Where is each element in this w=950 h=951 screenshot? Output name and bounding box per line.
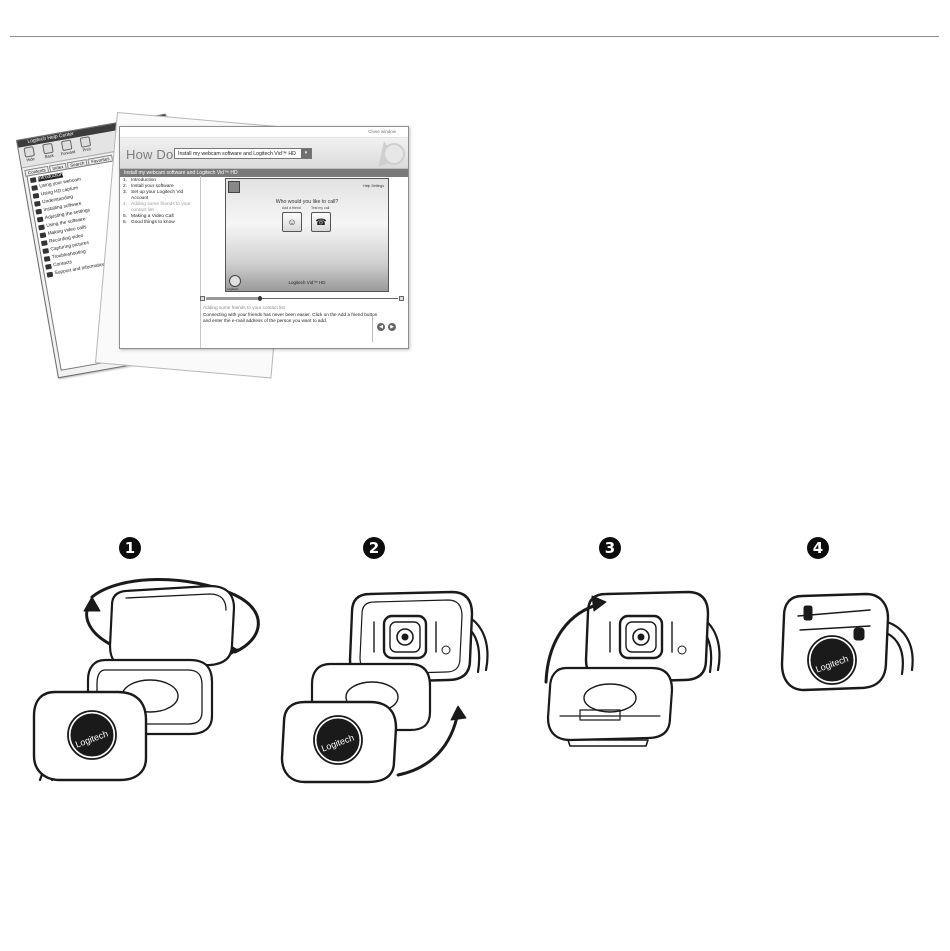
step-1-illustration: Logitech [32, 578, 260, 782]
scrub-handle[interactable] [257, 296, 262, 301]
step-item[interactable]: 2.Install your software [123, 184, 174, 189]
scrub-start-button[interactable] [200, 296, 205, 301]
step-item[interactable]: 5.Making a Video Call [123, 214, 174, 219]
next-button[interactable]: ▶ [388, 323, 396, 331]
step-4-illustration: Logitech [780, 592, 914, 692]
step-navigation: ◀ ▶ [377, 323, 396, 331]
chevron-down-icon[interactable]: ▾ [301, 149, 311, 158]
step-caption: Adding some friends to your contact list… [203, 305, 378, 325]
video-scrubber[interactable] [200, 296, 404, 301]
step-badge-4: 4 [807, 537, 829, 559]
how-do-i-label: How Do I : [126, 147, 189, 162]
add-friend-label: Add a friend [282, 206, 301, 210]
caption-title: Adding some friends to your contact list [203, 305, 285, 310]
add-person-icon: ☺ [287, 217, 297, 227]
step-badge-1: 1 [119, 537, 141, 559]
topic-select[interactable]: Install my webcam software and Logitech … [174, 148, 312, 159]
step-item[interactable]: 3.Set up your Logitech Vid Account [123, 190, 184, 201]
test-call-label: Test my call [311, 206, 330, 210]
step-2-illustration: Logitech [280, 590, 489, 784]
user-avatar [228, 181, 240, 193]
video-preview[interactable]: Help Settings Who would you like to call… [225, 178, 389, 292]
top-rule [10, 36, 939, 37]
software-body: 1.Introduction 2.Install your software 3… [120, 176, 408, 348]
video-top-links: Help Settings [363, 184, 384, 188]
step-badge-2: 2 [363, 537, 385, 559]
step-badge-3: 3 [599, 537, 621, 559]
step-item[interactable]: 1.Introduction [123, 178, 157, 183]
phone-icon: ☎ [315, 217, 327, 227]
caption-body: Connecting with your friends has never b… [203, 311, 378, 324]
scrub-end-button[interactable] [399, 296, 404, 301]
steps-list: 1.Introduction 2.Install your software 3… [120, 176, 201, 348]
topic-banner: Install my webcam software and Logitech … [120, 169, 408, 177]
step-3-illustration [544, 590, 721, 747]
topic-select-value: Install my webcam software and Logitech … [178, 151, 296, 157]
divider [372, 316, 373, 342]
rotate-arrow-icon [396, 710, 460, 777]
test-call-button[interactable]: ☎ [311, 212, 331, 232]
logitech-logo-icon [229, 275, 241, 287]
decorative-circle-icon [383, 143, 405, 165]
step-item[interactable]: 6.Good things to know [123, 220, 175, 225]
vid-brand-label: Logitech Vid™ HD [288, 280, 326, 285]
scrub-track[interactable] [206, 298, 398, 299]
rotate-arrow-icon [544, 602, 602, 684]
close-window-link[interactable]: Close window [368, 129, 396, 134]
logo-caption: Logitech [227, 287, 239, 291]
how-do-i-header: How Do I : Install my webcam software an… [120, 138, 408, 169]
previous-button[interactable]: ◀ [377, 323, 385, 331]
webcam-software-window: Close window How Do I : Install my webca… [119, 126, 409, 349]
step-item-current[interactable]: 4.Adding some friends to your contact li… [123, 202, 191, 213]
call-question: Who would you like to call? [275, 199, 339, 205]
add-friend-button[interactable]: ☺ [282, 212, 302, 232]
window-topbar: Close window [120, 127, 408, 138]
scrub-progress [206, 297, 260, 300]
